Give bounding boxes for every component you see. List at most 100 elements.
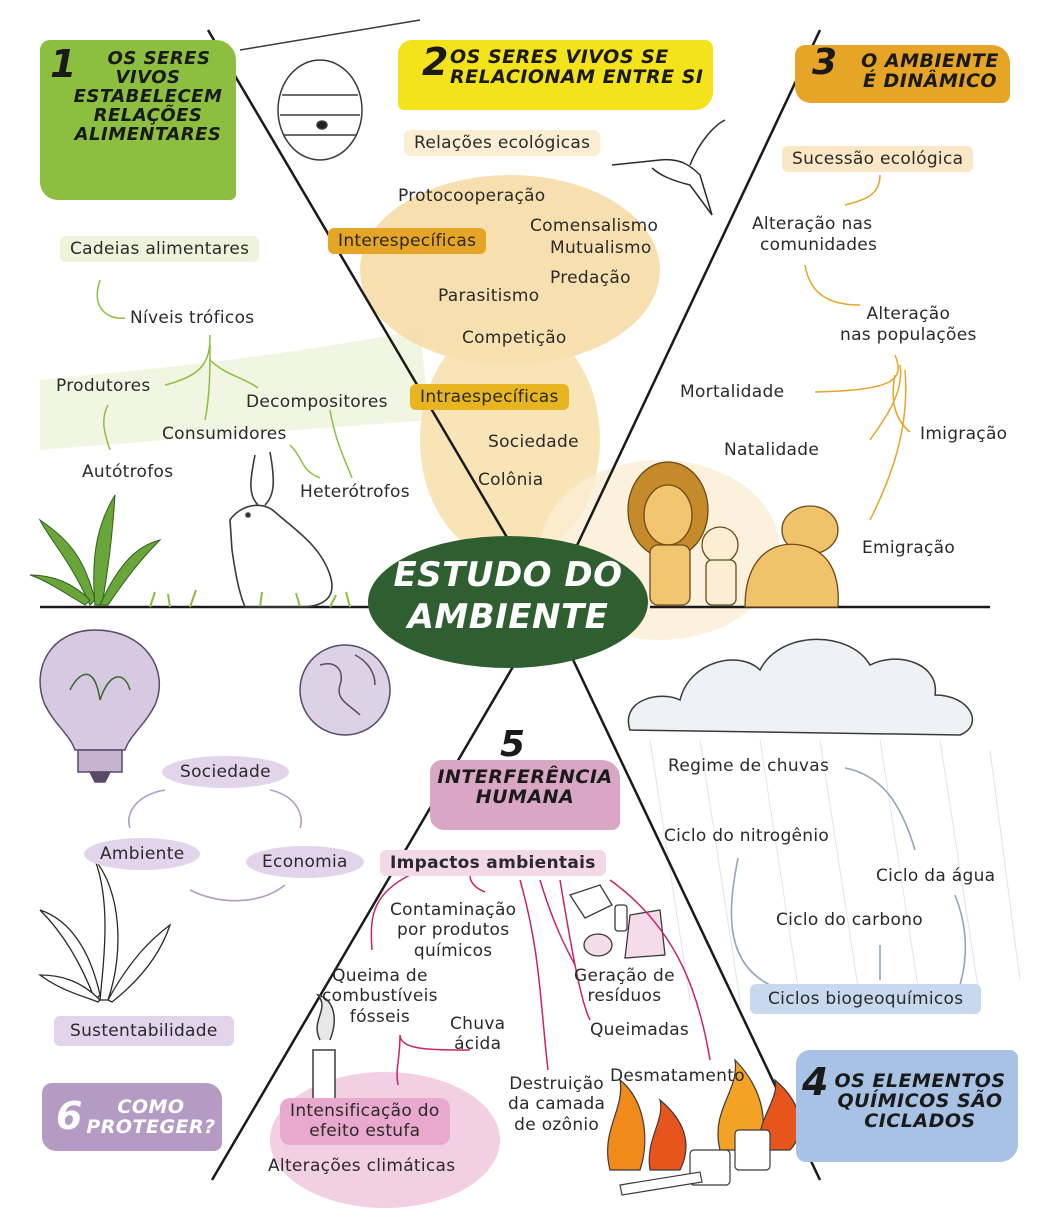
geracao-label: Geração de resíduos	[574, 966, 675, 1007]
lightbulb-drawing	[39, 629, 160, 783]
alteracoes-climaticas-label: Alterações climáticas	[268, 1156, 456, 1176]
chuva-acida-line: ácida	[454, 1034, 502, 1055]
section4-title-line: OS ELEMENTOS	[834, 1070, 1006, 1092]
queima-line: combustíveis	[322, 986, 438, 1007]
section1-title-line: ALIMENTARES	[74, 123, 222, 145]
protocooperacao-label: Protocooperação	[398, 186, 546, 206]
destruicao-label: Destruição da camada de ozônio	[508, 1074, 605, 1135]
section2-title-line: OS SERES VIVOS SE	[450, 46, 669, 68]
produtores-label: Produtores	[56, 376, 151, 396]
mutualismo-label: Mutualismo	[550, 238, 652, 258]
fire-drawing	[607, 1058, 801, 1196]
section2-title-line: RELACIONAM ENTRE SI	[450, 65, 704, 88]
divider-lines	[40, 29, 990, 1181]
peach-blob-small	[420, 320, 600, 560]
section1-title: OS SERES VIVOS ESTABELECEM RELAÇÕES ALIM…	[60, 48, 236, 145]
destruicao-line: da camada	[508, 1094, 606, 1115]
section6-number: 6	[56, 1094, 83, 1138]
peach-blob-large	[360, 175, 660, 365]
sucessao-ecologica-label: Sucessão ecológica	[782, 146, 974, 172]
chuva-acida-label: Chuva ácida	[450, 1014, 505, 1055]
niveis-troficos-label: Níveis tróficos	[130, 308, 255, 328]
section1-title-line: RELAÇÕES	[93, 104, 203, 126]
section4-title: OS ELEMENTOS QUÍMICOS SÃO CICLADOS	[830, 1070, 1010, 1132]
section6-title: COMO PROTEGER?	[86, 1097, 216, 1138]
emigracao-label: Emigração	[862, 538, 956, 558]
mortalidade-label: Mortalidade	[680, 382, 785, 402]
queima-line: fósseis	[349, 1006, 411, 1027]
intraespecificas-label: Intraespecíficas	[410, 384, 569, 410]
natalidade-label: Natalidade	[724, 440, 820, 460]
alteracao-comunidades-label: Alteração nas comunidades	[752, 214, 877, 257]
alteracao-populacoes-label: Alteração nas populações	[840, 304, 977, 347]
intensificacao-label: Intensificação do efeito estufa	[280, 1098, 450, 1145]
section4-title-line: CICLADOS	[864, 1109, 976, 1132]
section5-title-line: HUMANA	[475, 785, 575, 808]
economia-label: Economia	[246, 846, 364, 878]
sociedade-s6-label: Sociedade	[162, 756, 289, 788]
imigracao-label: Imigração	[920, 424, 1008, 444]
lions-drawing	[627, 461, 839, 608]
comensalismo-label: Comensalismo	[530, 216, 659, 236]
ambiente-label: Ambiente	[84, 838, 201, 870]
ciclo-carbono-label: Ciclo do carbono	[776, 910, 923, 930]
section6-title-bg	[42, 1083, 222, 1151]
contaminacao-line: por produtos	[396, 920, 510, 941]
regime-chuvas-label: Regime de chuvas	[668, 756, 830, 776]
arrows-section3	[804, 174, 911, 521]
destruicao-line: de ozônio	[514, 1114, 600, 1135]
interespecificas-label: Interespecíficas	[328, 228, 487, 254]
queima-line: Queima de	[332, 966, 428, 986]
cadeias-alimentares-label: Cadeias alimentares	[60, 236, 260, 262]
section3-title-line: É DINÂMICO	[862, 69, 998, 92]
section1-title-line: VIVOS	[115, 66, 181, 88]
contaminacao-line: Contaminação	[390, 900, 517, 920]
intensificacao-line: efeito estufa	[309, 1121, 421, 1142]
desmatamento-label: Desmatamento	[610, 1066, 745, 1086]
contaminacao-line: químicos	[413, 940, 493, 961]
section5-title-line: INTERFERÊNCIA	[437, 766, 613, 788]
colonia-label: Colônia	[478, 470, 544, 490]
section5-title: INTERFERÊNCIA HUMANA	[432, 766, 618, 808]
section1-number: 1	[50, 42, 77, 86]
intensificacao-line: Intensificação do	[290, 1101, 440, 1121]
impactos-ambientais-label: Impactos ambientais	[380, 850, 606, 876]
decompositores-label: Decompositores	[246, 392, 388, 412]
queimadas-label: Queimadas	[590, 1020, 690, 1040]
section2-title: OS SERES VIVOS SE RELACIONAM ENTRE SI	[450, 46, 710, 88]
beehive-drawing	[239, 19, 421, 161]
center-badge	[368, 536, 648, 668]
rabbit-drawing	[229, 451, 333, 608]
rain-streaks	[649, 739, 1021, 1001]
section4-number: 4	[802, 1060, 829, 1104]
globe-drawing	[299, 644, 391, 736]
plant-drawing	[29, 494, 162, 606]
arrows-section6	[128, 789, 302, 902]
consumidores-label: Consumidores	[162, 424, 287, 444]
queima-label: Queima de combustíveis fósseis	[322, 966, 438, 1027]
section1-title-line: OS SERES	[107, 48, 211, 69]
section3-title-bg	[795, 45, 1010, 103]
sociedade-s2-label: Sociedade	[488, 432, 579, 452]
arrows-section5	[370, 874, 711, 1086]
arrows-section4	[730, 767, 967, 986]
chuva-acida-line: Chuva	[450, 1014, 506, 1034]
autotrofos-label: Autótrofos	[82, 462, 174, 482]
ciclos-biogeoquimicos-label: Ciclos biogeoquímicos	[750, 984, 982, 1014]
geracao-line: Geração de	[574, 966, 675, 986]
center-title-line2: AMBIENTE	[407, 597, 609, 637]
competicao-label: Competição	[462, 328, 567, 348]
section2-title-bg	[398, 40, 713, 110]
sustentabilidade-label: Sustentabilidade	[54, 1016, 234, 1046]
section2-number: 2	[422, 40, 449, 84]
heterotrofos-label: Heterótrofos	[300, 482, 410, 502]
center-title-line1: ESTUDO DO	[393, 555, 623, 595]
parasitismo-label: Parasitismo	[438, 286, 540, 306]
section3-number: 3	[812, 42, 838, 83]
alteracao-comunidades-line: comunidades	[760, 235, 878, 256]
section4-title-bg	[796, 1050, 1018, 1162]
cloud-drawing	[627, 638, 973, 736]
trash-drawing	[568, 884, 666, 959]
relacoes-ecologicas-label: Relações ecológicas	[404, 130, 601, 156]
section1-title-line: ESTABELECEM	[73, 85, 223, 107]
